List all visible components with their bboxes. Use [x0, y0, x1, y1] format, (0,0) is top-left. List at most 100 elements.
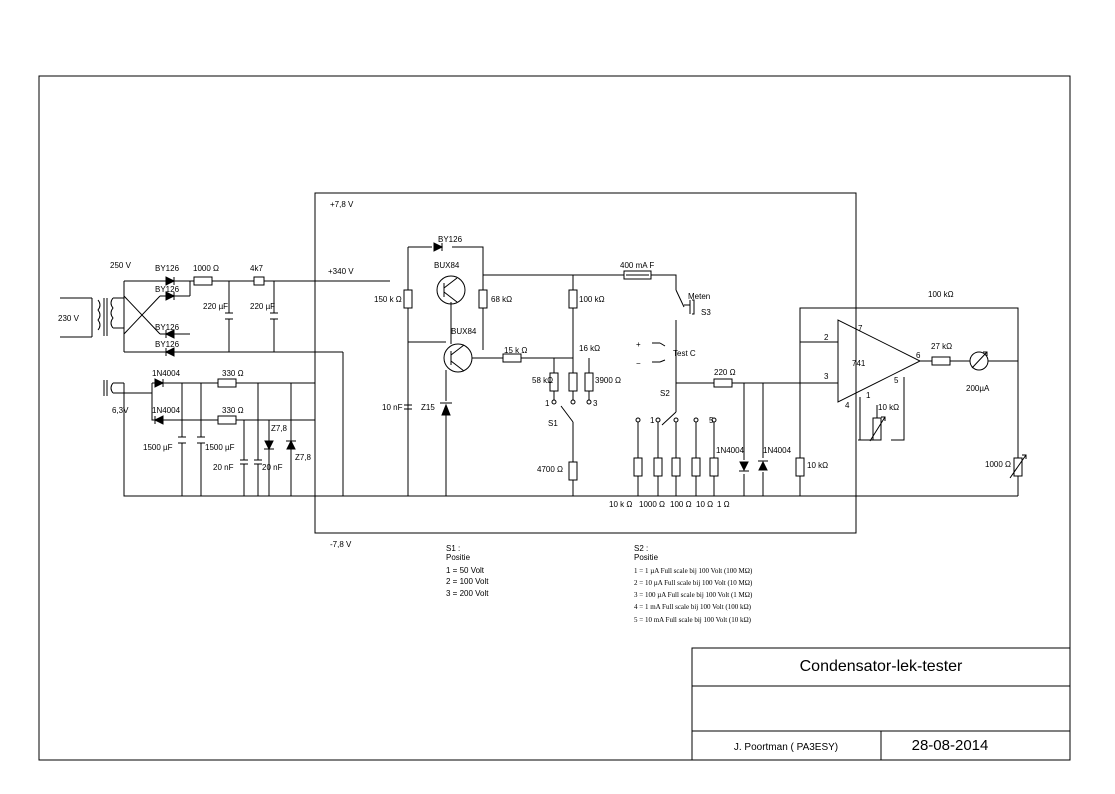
s1-note-line: 2 = 100 Volt: [446, 577, 489, 586]
label-c1500a: 1500 µF: [143, 443, 173, 452]
label-n2: 1N4004: [152, 406, 181, 415]
label-s2: S2: [660, 389, 670, 398]
label-pin2: 2: [824, 333, 829, 342]
label-pin4: 4: [845, 401, 850, 410]
label-r16k: 16 kΩ: [579, 344, 600, 353]
s1-notes-head: S1 :: [446, 544, 460, 553]
rval-3: 10 Ω: [696, 500, 713, 509]
s2-notes: S2 : Positie 1 = 1 µA Full scale bij 100…: [634, 544, 753, 624]
transformer: [60, 297, 124, 396]
label-pin6: 6: [916, 351, 921, 360]
test-terminals: [575, 270, 800, 388]
s2-note-line: 5 = 10 mA Full scale bij 100 Volt (10 kΩ…: [634, 616, 752, 624]
rail-hv-label: +340 V: [328, 267, 354, 276]
label-plus: +: [636, 340, 641, 349]
s1-note-line: 1 = 50 Volt: [446, 566, 485, 575]
label-q2: BUX84: [451, 327, 477, 336]
label-d1n4004a: 1N4004: [716, 446, 745, 455]
label-meter: 200µA: [966, 384, 990, 393]
label-r330b: 330 Ω: [222, 406, 244, 415]
label-d1: BY126: [155, 264, 180, 273]
hv-regulator: [403, 242, 575, 496]
s2-note-line: 3 = 100 µA Full scale bij 100 Volt (1 MΩ…: [634, 591, 753, 599]
label-d1n4004b: 1N4004: [763, 446, 792, 455]
label-r330a: 330 Ω: [222, 369, 244, 378]
label-c10n: 10 nF: [382, 403, 403, 412]
label-pot1000: 1000 Ω: [985, 460, 1011, 469]
label-pin7: 7: [858, 324, 863, 333]
label-c20b: 20 nF: [262, 463, 283, 472]
drawing-title: Condensator-lek-tester: [800, 658, 963, 675]
label-c1500b: 1500 µF: [205, 443, 235, 452]
label-d5: BY126: [438, 235, 463, 244]
label-s3: S3: [701, 308, 711, 317]
label-meten: Meten: [688, 292, 710, 301]
label-r4700: 4700 Ω: [537, 465, 563, 474]
label-s2p5: 5: [709, 416, 714, 425]
drawing-frame: [38, 75, 1071, 761]
s2-note-line: 2 = 10 µA Full scale bij 100 Volt (10 MΩ…: [634, 579, 753, 587]
sec-hv-label: 250 V: [110, 261, 132, 270]
label-r4k7: 4k7: [250, 264, 263, 273]
label-r68k: 68 kΩ: [491, 295, 512, 304]
label-r10ka: 10 kΩ: [807, 461, 828, 470]
label-d3: BY126: [155, 323, 180, 332]
label-testc: Test C: [673, 349, 696, 358]
label-rfb: 100 kΩ: [928, 290, 954, 299]
hv-bridge: [123, 276, 191, 357]
s2-note-line: 4 = 1 mA Full scale bij 100 Volt (100 kΩ…: [634, 603, 752, 611]
label-s1p3: 3: [593, 399, 598, 408]
s2-network: [182, 342, 1018, 497]
label-ic: 741: [852, 359, 866, 368]
mains-label: 230 V: [58, 314, 80, 323]
label-r220: 220 Ω: [714, 368, 736, 377]
label-r3900: 3900 Ω: [595, 376, 621, 385]
s1-note-line: 3 = 200 Volt: [446, 589, 489, 598]
label-s1: S1: [548, 419, 558, 428]
label-d4: BY126: [155, 340, 180, 349]
module-box: [314, 192, 857, 534]
author: J. Poortman ( PA3ESY): [734, 742, 838, 753]
label-pin3: 3: [824, 372, 829, 381]
sec-lv-label: 6,3V: [112, 406, 129, 415]
label-fuse: 400 mA F: [620, 261, 654, 270]
label-s2p1: 1: [650, 416, 655, 425]
title-block: Condensator-lek-tester J. Poortman ( PA3…: [691, 647, 1071, 761]
label-minus: −: [636, 359, 641, 368]
rail-neg-label: -7,8 V: [330, 540, 352, 549]
label-z78a: Z7,8: [271, 424, 288, 433]
rval-1: 1000 Ω: [639, 500, 665, 509]
label-r27k: 27 kΩ: [931, 342, 952, 351]
label-pin1: 1: [866, 391, 871, 400]
label-pin5: 5: [894, 376, 899, 385]
rval-4: 1 Ω: [717, 500, 730, 509]
s2-notes-sub: Positie: [634, 553, 659, 562]
rval-0: 10 k Ω: [609, 500, 632, 509]
label-pot10k: 10 kΩ: [878, 403, 899, 412]
s1-notes: S1 : Positie 1 = 50 Volt 2 = 100 Volt 3 …: [446, 544, 489, 598]
label-c220a: 220 µF: [203, 302, 228, 311]
label-c220b: 220 µF: [250, 302, 275, 311]
s2-note-line: 1 = 1 µA Full scale bij 100 Volt (100 MΩ…: [634, 567, 753, 575]
rval-2: 100 Ω: [670, 500, 692, 509]
hv-filter: [190, 276, 390, 353]
label-r1000: 1000 Ω: [193, 264, 219, 273]
s1-notes-sub: Positie: [446, 553, 471, 562]
label-d2: BY126: [155, 285, 180, 294]
drawing-date: 28-08-2014: [912, 737, 989, 754]
label-z78b: Z7,8: [295, 453, 312, 462]
opamp-section: [799, 307, 1027, 496]
label-s1p1: 1: [545, 399, 550, 408]
label-z15: Z15: [421, 403, 435, 412]
label-c20a: 20 nF: [213, 463, 234, 472]
s2-notes-head: S2 :: [634, 544, 648, 553]
label-r100k: 100 kΩ: [579, 295, 605, 304]
label-r15k: 15 k Ω: [504, 346, 527, 355]
label-r58k: 58 kΩ: [532, 376, 553, 385]
s1-network: [502, 275, 594, 496]
lv-supply: [123, 193, 344, 533]
label-r150k: 150 k Ω: [374, 295, 402, 304]
rail-pos-label: +7,8 V: [330, 200, 354, 209]
label-q1: BUX84: [434, 261, 460, 270]
